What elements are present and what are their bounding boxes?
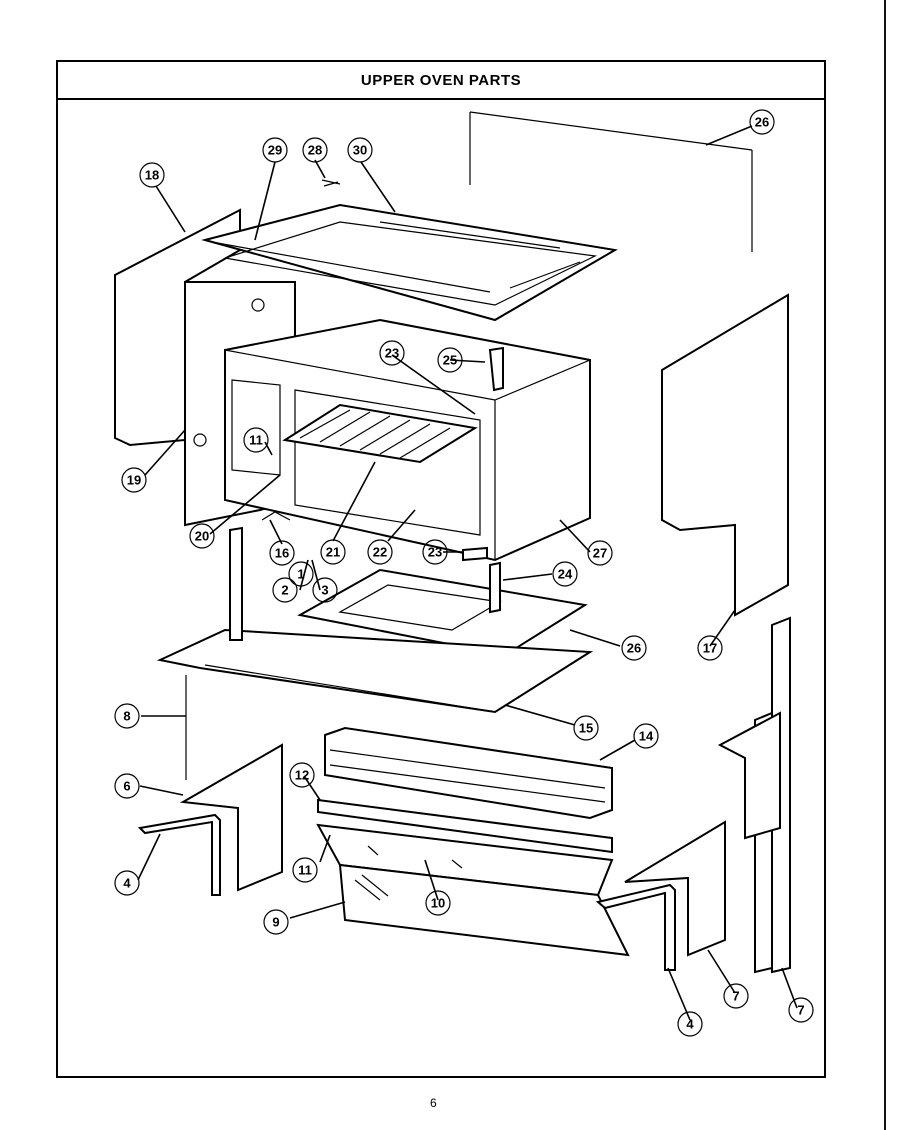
callout-label: 9 — [272, 915, 279, 930]
callout-5: 7 — [723, 983, 749, 1009]
callout-label: 22 — [373, 545, 387, 560]
part-21-oven-rack — [282, 403, 478, 464]
callout-label: 26 — [755, 115, 769, 130]
callout-label: 2 — [281, 583, 288, 598]
callout-label: 7 — [797, 1003, 804, 1018]
callout-29: 26 — [749, 109, 775, 135]
callout-label: 16 — [275, 546, 289, 561]
callout-6: 6 — [114, 773, 140, 799]
callout-label: 12 — [295, 768, 309, 783]
part-5-bracket — [624, 820, 726, 957]
diagram-frame: UPPER OVEN PARTS — [56, 60, 826, 1078]
callout-label: 23 — [385, 346, 399, 361]
callout-30: 28 — [302, 137, 328, 163]
callout-label: 19 — [127, 473, 141, 488]
callout-7: 7 — [788, 997, 814, 1023]
callout-label: 28 — [308, 143, 322, 158]
callout-27: 27 — [587, 540, 613, 566]
page-number: 6 — [430, 1096, 437, 1110]
part-6-bracket — [179, 743, 283, 892]
callout-label: 7 — [732, 989, 739, 1004]
callout-1: 1 — [288, 561, 314, 587]
page-edge-line — [884, 0, 886, 1130]
callout-11: 11 — [292, 857, 318, 883]
part-29-back-panel — [469, 111, 753, 252]
part-16-clip — [261, 511, 291, 521]
callout-12: 12 — [289, 762, 315, 788]
callout-label: 14 — [639, 729, 654, 744]
callout-label: 23 — [428, 545, 442, 560]
callout-label: 26 — [627, 641, 641, 656]
callout-label: 11 — [298, 863, 312, 878]
callout-15: 15 — [573, 715, 599, 741]
callout-9: 9 — [263, 909, 289, 935]
part-4-trim-left — [137, 813, 221, 896]
callout-23-upper: 23 — [379, 340, 405, 366]
callout-4-left: 4 — [114, 870, 140, 896]
callout-14: 14 — [633, 723, 659, 749]
callout-31: 30 — [347, 137, 373, 163]
callout-21: 21 — [320, 539, 346, 565]
callout-label: 11 — [249, 433, 263, 448]
part-30-screw — [321, 179, 341, 187]
part-31-top-panel — [201, 203, 618, 322]
callout-16: 16 — [269, 540, 295, 566]
part-28-strip — [211, 241, 491, 293]
callout-18: 18 — [139, 162, 165, 188]
callout-19: 19 — [121, 467, 147, 493]
callout-28: 29 — [262, 137, 288, 163]
callout-label: 25 — [443, 353, 457, 368]
callout-label: 20 — [195, 529, 209, 544]
callout-26: 26 — [621, 635, 647, 661]
callout-23-lower: 23 — [422, 539, 448, 565]
diagram-title: UPPER OVEN PARTS — [360, 71, 522, 89]
callout-13: 11 — [243, 427, 269, 453]
callout-label: 24 — [558, 567, 573, 582]
title-bar: UPPER OVEN PARTS — [58, 62, 824, 100]
callout-17: 17 — [697, 635, 723, 661]
part-25-bracket — [488, 346, 504, 392]
callout-label: 15 — [579, 721, 593, 736]
callout-label: 4 — [123, 876, 131, 891]
callout-25: 25 — [437, 347, 463, 373]
part-24-bracket — [489, 561, 501, 614]
callout-label: 27 — [593, 546, 607, 561]
callout-4-right: 4 — [677, 1011, 703, 1037]
left-vertical-strip — [229, 526, 243, 641]
callout-2: 2 — [272, 577, 298, 603]
callout-label: 29 — [268, 143, 282, 158]
part-15-shelf — [156, 628, 594, 714]
callout-22: 22 — [367, 539, 393, 565]
callout-label: 1 — [297, 567, 304, 582]
callout-label: 8 — [123, 709, 130, 724]
leader-lines — [137, 125, 798, 1021]
callout-10: 10 — [425, 890, 451, 916]
callout-label: 17 — [703, 641, 717, 656]
callout-label: 30 — [353, 143, 367, 158]
part-17-side-panel — [661, 293, 789, 617]
callout-label: 6 — [123, 779, 130, 794]
callout-20: 20 — [189, 523, 215, 549]
callout-label: 4 — [686, 1017, 694, 1032]
callout-label: 21 — [326, 545, 340, 560]
part-14-front-bar — [324, 726, 613, 820]
part-23-clip-lower — [462, 546, 488, 562]
part-12-strip — [317, 798, 613, 854]
callout-8: 8 — [114, 703, 140, 729]
part-4-trim-right — [595, 883, 676, 971]
callout-24: 24 — [552, 561, 578, 587]
callout-label: 10 — [431, 896, 445, 911]
callout-label: 18 — [145, 168, 159, 183]
callout-label: 3 — [321, 583, 328, 598]
callout-3: 3 — [312, 577, 338, 603]
part-7-trim — [717, 616, 791, 974]
